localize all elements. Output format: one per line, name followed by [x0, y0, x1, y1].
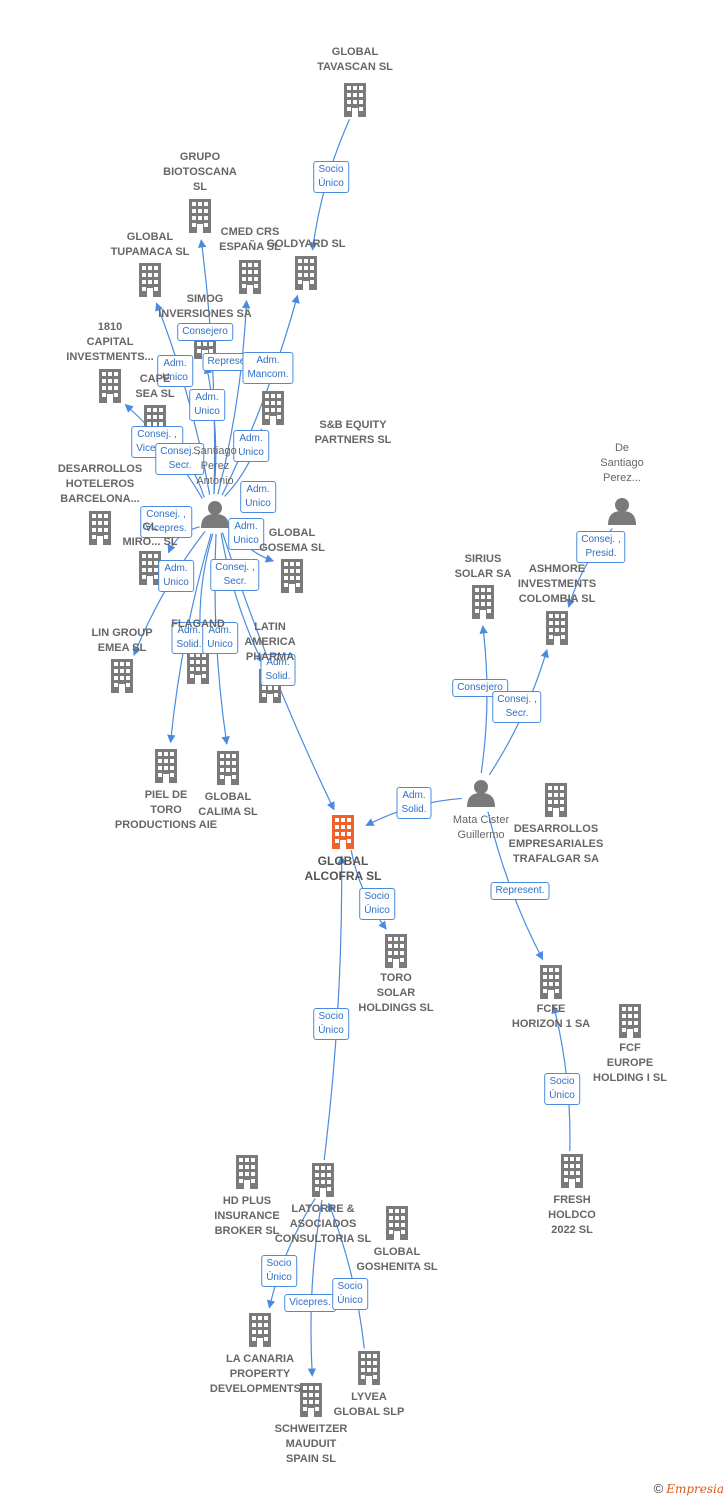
node-label-schweitzer[interactable]: SCHWEITZER MAUDUIT SPAIN SL [274, 1423, 348, 1465]
edge-label-mata-alcofra[interactable]: Adm. Solid. [396, 787, 432, 819]
edge-label-latorre-schweitzer[interactable]: Vicepres. [284, 1294, 336, 1312]
node-label-biotoscana[interactable]: GRUPO BIOTOSCANA SL [163, 151, 237, 193]
node-label-fcfeurope[interactable]: FCF EUROPE HOLDING I SL [593, 1042, 667, 1084]
edge-latorre-lacanaria [266, 1198, 316, 1309]
edge-santiago-latam [220, 532, 264, 664]
edge-label-latorre-alcofra[interactable]: Socio Único [313, 1008, 349, 1040]
node-label-desantiago[interactable]: De Santiago Perez... [600, 442, 644, 484]
edge-label-tavascan-goldyard[interactable]: Socio Único [313, 161, 349, 193]
edge-label-santiago-biotoscana[interactable]: Consejero [177, 323, 233, 341]
edge-santiago-simog [203, 365, 217, 495]
node-label-lyvea[interactable]: LYVEA GLOBAL SLP [333, 1391, 405, 1418]
edge-mata-sirius [479, 625, 488, 774]
edge-label-latorre-lacanaria[interactable]: Socio Único [261, 1255, 297, 1287]
node-label-lacanaria[interactable]: LA CANARIA PROPERTY DEVELOPMENTS... [209, 1353, 311, 1395]
node-label-flagand[interactable]: FLAGAND [171, 618, 225, 630]
node-label-fcfe[interactable]: FCFE HORIZON 1 SA [511, 1003, 591, 1030]
edge-lyvea-latorre [327, 1202, 365, 1349]
node-label-capesea[interactable]: CAPE SEA SL [135, 373, 175, 400]
edge-label-santiago-calima[interactable]: Adm. Unico [202, 622, 238, 654]
edge-santiago-cmed [217, 299, 251, 495]
node-label-pieltoro[interactable]: PIEL DE TORO PRODUCTIONS AIE [114, 789, 218, 831]
node-label-fresh[interactable]: FRESH HOLDCO 2022 SL [548, 1194, 596, 1236]
node-label-sirius[interactable]: SIRIUS SOLAR SA [454, 553, 512, 580]
node-label-torosolar[interactable]: TORO SOLAR HOLDINGS SL [358, 972, 434, 1014]
node-label-tavascan[interactable]: GLOBAL TAVASCAN SL [317, 46, 393, 73]
node-label-destrafalgar[interactable]: DESARROLLOS EMPRESARIALES TRAFALGAR SA [508, 823, 604, 865]
edge-label-alcofra-torosolar[interactable]: Socio Único [359, 888, 395, 920]
edge-label-santiago-cmed[interactable]: Adm. Unico [189, 389, 225, 421]
edge-label-lyvea-latorre[interactable]: Socio Único [332, 1278, 368, 1310]
edge-label-desantiago-ashmore[interactable]: Consej. , Presid. [576, 531, 626, 563]
node-label-gosema[interactable]: GLOBAL GOSEMA SL [259, 527, 325, 554]
edge-label-santiago-flagand[interactable]: Adm. Unico [158, 560, 194, 592]
node-label-lingroup[interactable]: LIN GROUP EMEA SL [91, 627, 153, 654]
node-label-goshenita[interactable]: GLOBAL GOSHENITA SL [356, 1246, 438, 1273]
node-label-ashmore[interactable]: ASHMORE INVESTMENTS COLOMBIA SL [517, 563, 597, 605]
node-label-tupamaca[interactable]: GLOBAL TUPAMACA SL [110, 231, 190, 258]
edge-label-santiago-dsbe[interactable]: Adm. Unico [233, 430, 269, 462]
edge-label-santiago-alcofra[interactable]: Adm. Solid. [260, 654, 296, 686]
node-label-santiago[interactable]: Santiago Perez Antonio [193, 445, 237, 487]
node-label-simog[interactable]: SIMOG INVERSIONES SA [158, 293, 252, 320]
edge-label-mata-ashmore[interactable]: Consej. , Secr. [492, 691, 542, 723]
edge-latorre-schweitzer [307, 1199, 323, 1377]
footer-brand: ©Empresia [654, 1481, 724, 1496]
node-label-gmiro[interactable]: GL MIRO... SL [122, 521, 178, 548]
node-label-mata[interactable]: Mata Cister Guillermo [452, 814, 510, 841]
edge-label-santiago-i1810[interactable]: Consej. , Secr. [155, 443, 205, 475]
copyright-symbol: © [653, 1481, 664, 1496]
node-label-alcofra[interactable]: GLOBAL ALCOFRA SL [304, 854, 382, 883]
edge-label-mata-fcfe[interactable]: Represent. [490, 882, 550, 900]
edge-label-santiago-goldyard[interactable]: Adm. Mancom. [242, 352, 294, 384]
edge-label-fresh-fcfe[interactable]: Socio Único [544, 1073, 580, 1105]
edge-label-santiago-gosema[interactable]: Adm. Unico [240, 481, 276, 513]
brand-name: Empresia [666, 1482, 724, 1496]
edge-santiago-tupamaca [155, 302, 211, 495]
edge-label-santiago-gmiro[interactable]: Consej. , Vicepres. [140, 506, 192, 538]
node-label-calima[interactable]: GLOBAL CALIMA SL [198, 791, 258, 818]
node-label-latam[interactable]: LATIN AMERICA PHARMA [244, 621, 296, 663]
edge-label-santiago-tupamaca[interactable]: Adm. Unico [157, 355, 193, 387]
edge-label-santiago-pieltoro[interactable]: Adm. Solid. [171, 622, 207, 654]
node-label-latorre[interactable]: LATORRE & ASOCIADOS CONSULTORIA SL [274, 1203, 372, 1245]
edge-label-santiago-lingroup[interactable]: Adm. Unico [228, 518, 264, 550]
node-label-hdplus[interactable]: HD PLUS INSURANCE BROKER SL [214, 1195, 280, 1237]
node-label-desbcn[interactable]: DESARROLLOS HOTELEROS BARCELONA... [57, 463, 143, 505]
node-label-dsbe[interactable]: S&B EQUITY PARTNERS SL [314, 419, 392, 446]
node-label-cmed[interactable]: CMED CRS ESPAÑA SL [219, 226, 281, 253]
edge-label-santiago-latam[interactable]: Consej. , Secr. [210, 559, 260, 591]
node-label-i1810[interactable]: 1810 CAPITAL INVESTMENTS... [66, 321, 154, 363]
node-label-goldyard[interactable]: GOLDYARD SL [266, 238, 346, 250]
